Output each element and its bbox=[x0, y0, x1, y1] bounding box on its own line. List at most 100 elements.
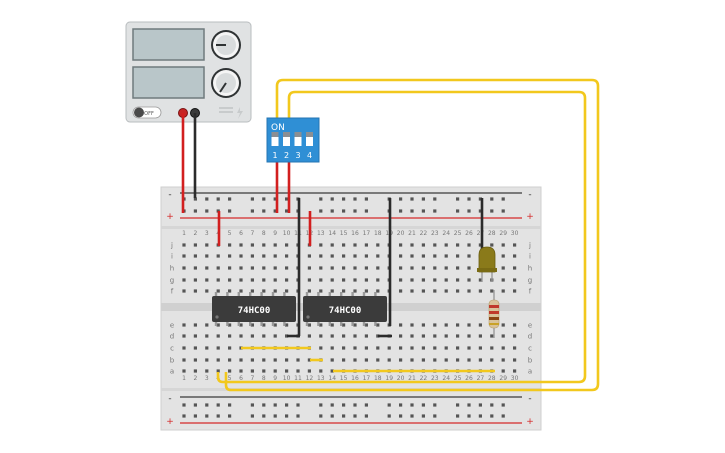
terminal-hole[interactable] bbox=[501, 278, 505, 282]
terminal-hole[interactable] bbox=[399, 346, 403, 350]
terminal-hole[interactable] bbox=[467, 358, 471, 362]
terminal-hole[interactable] bbox=[364, 278, 368, 282]
terminal-hole[interactable] bbox=[319, 346, 323, 350]
terminal-hole[interactable] bbox=[501, 266, 505, 270]
rail-hole[interactable] bbox=[501, 403, 505, 407]
terminal-hole[interactable] bbox=[501, 346, 505, 350]
terminal-hole[interactable] bbox=[216, 289, 220, 293]
rail-hole[interactable] bbox=[193, 197, 197, 201]
terminal-hole[interactable] bbox=[433, 323, 437, 327]
rail-hole[interactable] bbox=[285, 403, 289, 407]
terminal-hole[interactable] bbox=[444, 289, 448, 293]
terminal-hole[interactable] bbox=[501, 289, 505, 293]
rail-hole[interactable] bbox=[467, 403, 471, 407]
terminal-hole[interactable] bbox=[478, 278, 482, 282]
terminal-hole[interactable] bbox=[193, 334, 197, 338]
terminal-hole[interactable] bbox=[342, 346, 346, 350]
terminal-hole[interactable] bbox=[228, 358, 232, 362]
terminal-hole[interactable] bbox=[490, 358, 494, 362]
rail-hole[interactable] bbox=[399, 403, 403, 407]
terminal-hole[interactable] bbox=[262, 323, 266, 327]
terminal-hole[interactable] bbox=[193, 323, 197, 327]
rail-hole[interactable] bbox=[433, 414, 437, 418]
rail-hole[interactable] bbox=[193, 403, 197, 407]
terminal-hole[interactable] bbox=[467, 323, 471, 327]
terminal-hole[interactable] bbox=[364, 346, 368, 350]
voltage-knob[interactable] bbox=[211, 30, 241, 60]
terminal-hole[interactable] bbox=[513, 278, 517, 282]
terminal-hole[interactable] bbox=[285, 334, 289, 338]
yellow-wire-inner[interactable] bbox=[216, 90, 587, 384]
rail-hole[interactable] bbox=[285, 209, 289, 213]
terminal-hole[interactable] bbox=[205, 334, 209, 338]
terminal-hole[interactable] bbox=[307, 278, 311, 282]
terminal-hole[interactable] bbox=[182, 323, 186, 327]
terminal-hole[interactable] bbox=[262, 369, 266, 373]
terminal-hole[interactable] bbox=[478, 289, 482, 293]
rail-hole[interactable] bbox=[250, 209, 254, 213]
terminal-hole[interactable] bbox=[376, 323, 380, 327]
terminal-hole[interactable] bbox=[478, 334, 482, 338]
terminal-hole[interactable] bbox=[250, 254, 254, 258]
rail-hole[interactable] bbox=[330, 414, 334, 418]
terminal-hole[interactable] bbox=[330, 243, 334, 247]
rail-hole[interactable] bbox=[433, 209, 437, 213]
terminal-hole[interactable] bbox=[353, 243, 357, 247]
terminal-hole[interactable] bbox=[205, 289, 209, 293]
rail-hole[interactable] bbox=[216, 414, 220, 418]
terminal-hole[interactable] bbox=[205, 358, 209, 362]
terminal-hole[interactable] bbox=[421, 243, 425, 247]
rail-hole[interactable] bbox=[193, 209, 197, 213]
rail-hole[interactable] bbox=[364, 209, 368, 213]
terminal-hole[interactable] bbox=[239, 358, 243, 362]
power-supply[interactable]: OFF bbox=[125, 21, 252, 123]
rail-hole[interactable] bbox=[193, 414, 197, 418]
rail-hole[interactable] bbox=[296, 403, 300, 407]
terminal-hole[interactable] bbox=[228, 334, 232, 338]
terminal-hole[interactable] bbox=[399, 266, 403, 270]
terminal-hole[interactable] bbox=[182, 266, 186, 270]
power-toggle-button[interactable]: OFF bbox=[132, 106, 162, 119]
terminal-hole[interactable] bbox=[399, 323, 403, 327]
rail-hole[interactable] bbox=[273, 414, 277, 418]
rail-hole[interactable] bbox=[250, 414, 254, 418]
rail-hole[interactable] bbox=[319, 414, 323, 418]
resistor[interactable] bbox=[488, 290, 500, 338]
terminal-hole[interactable] bbox=[399, 243, 403, 247]
terminal-hole[interactable] bbox=[490, 334, 494, 338]
rail-hole[interactable] bbox=[467, 414, 471, 418]
terminal-hole[interactable] bbox=[387, 346, 391, 350]
terminal-hole[interactable] bbox=[410, 289, 414, 293]
rail-hole[interactable] bbox=[467, 197, 471, 201]
rail-hole[interactable] bbox=[478, 414, 482, 418]
terminal-hole[interactable] bbox=[410, 334, 414, 338]
rail-hole[interactable] bbox=[319, 209, 323, 213]
terminal-hole[interactable] bbox=[478, 323, 482, 327]
terminal-hole[interactable] bbox=[193, 254, 197, 258]
rail-hole[interactable] bbox=[319, 403, 323, 407]
terminal-hole[interactable] bbox=[444, 266, 448, 270]
terminal-hole[interactable] bbox=[490, 346, 494, 350]
terminal-hole[interactable] bbox=[273, 323, 277, 327]
terminal-hole[interactable] bbox=[262, 278, 266, 282]
terminal-hole[interactable] bbox=[273, 369, 277, 373]
terminal-hole[interactable] bbox=[228, 243, 232, 247]
dip-toggle-1[interactable]: 1 bbox=[271, 132, 279, 160]
terminal-hole[interactable] bbox=[433, 278, 437, 282]
terminal-hole[interactable] bbox=[456, 323, 460, 327]
rail-hole[interactable] bbox=[456, 197, 460, 201]
terminal-hole[interactable] bbox=[228, 289, 232, 293]
terminal-hole[interactable] bbox=[228, 323, 232, 327]
terminal-hole[interactable] bbox=[273, 266, 277, 270]
terminal-hole[interactable] bbox=[193, 289, 197, 293]
terminal-hole[interactable] bbox=[319, 323, 323, 327]
terminal-hole[interactable] bbox=[444, 254, 448, 258]
terminal-hole[interactable] bbox=[421, 289, 425, 293]
rail-hole[interactable] bbox=[399, 197, 403, 201]
terminal-hole[interactable] bbox=[193, 358, 197, 362]
terminal-hole[interactable] bbox=[307, 334, 311, 338]
terminal-hole[interactable] bbox=[376, 254, 380, 258]
terminal-hole[interactable] bbox=[319, 278, 323, 282]
terminal-hole[interactable] bbox=[478, 358, 482, 362]
terminal-hole[interactable] bbox=[410, 266, 414, 270]
